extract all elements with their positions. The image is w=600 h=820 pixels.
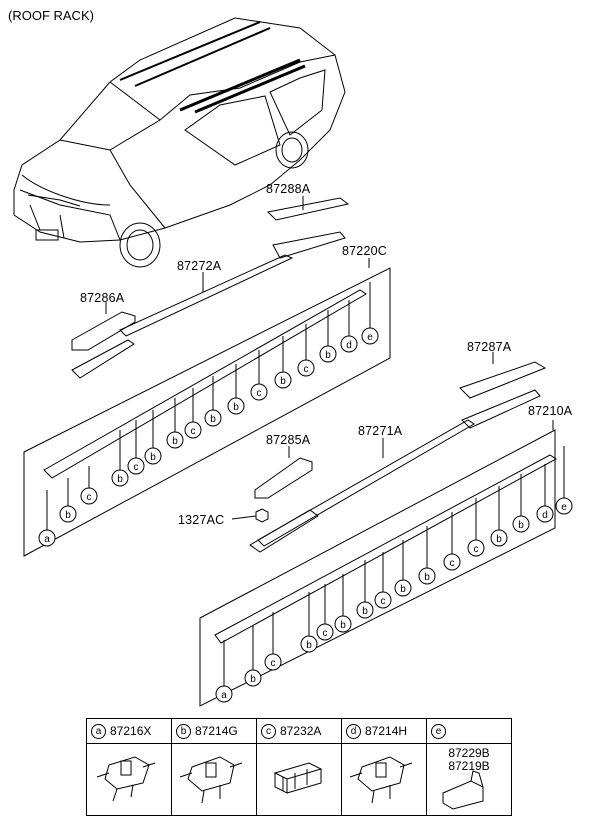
legend-code: 87219B <box>448 759 490 773</box>
part-87288A-bracket <box>272 231 346 259</box>
callout-b: b <box>496 534 502 545</box>
label-87210A: 87210A <box>528 404 573 418</box>
callout-c: c <box>323 628 328 639</box>
label-1327AC: 1327AC <box>178 513 225 527</box>
legend-cell-c: c 87232A <box>257 719 342 815</box>
legend-letter: a <box>91 723 106 739</box>
callout-a: a <box>44 534 50 545</box>
callout-b: b <box>117 474 123 485</box>
legend-letter: c <box>261 723 276 739</box>
callout-c: c <box>450 558 455 569</box>
label-87220C: 87220C <box>342 244 387 258</box>
callout-e: e <box>367 332 373 343</box>
rail-87271A <box>257 419 475 547</box>
part-87287A <box>459 361 547 399</box>
part-87286A-bracket <box>71 339 135 379</box>
callout-c: c <box>381 596 386 607</box>
callout-b: b <box>340 620 346 631</box>
callout-c: c <box>134 462 139 473</box>
parts-legend-table: a 87216X b 87214G c 87232A d 87214H e 87229B… <box>86 718 512 816</box>
callout-d: d <box>542 510 548 521</box>
clip-icon <box>96 756 156 802</box>
legend-letter: e <box>431 723 446 739</box>
part-87288A <box>266 197 350 221</box>
legend-code: 87232A <box>280 724 322 738</box>
rail-87210A <box>214 454 557 644</box>
part-87285A-bracket <box>249 509 319 553</box>
clip-icon <box>179 756 243 804</box>
callout-c: c <box>257 388 262 399</box>
rail-87220C <box>43 289 367 479</box>
callout-b: b <box>306 640 312 651</box>
label-87288A: 87288A <box>266 182 311 196</box>
callout-e: e <box>561 502 567 513</box>
part-87285A <box>254 457 313 499</box>
label-87272A: 87272A <box>177 259 222 273</box>
legend-cell-a: a 87216X <box>87 719 172 815</box>
callout-c: c <box>191 426 196 437</box>
callout-b: b <box>250 674 256 685</box>
callout-b: b <box>233 402 239 413</box>
legend-letter: d <box>346 723 361 739</box>
legend-code: 87214G <box>195 724 238 738</box>
callout-c: c <box>304 364 309 375</box>
callout-b: b <box>424 572 430 583</box>
callout-b: b <box>280 376 286 387</box>
legend-code: 87216X <box>110 724 152 738</box>
clip-icon <box>349 756 413 804</box>
callout-b: b <box>400 584 406 595</box>
part-87286A <box>71 311 136 351</box>
legend-letter: b <box>176 723 191 739</box>
legend-cell-d: d 87214H <box>342 719 427 815</box>
roof-rack-diagram: a b c b c b b c b b c b c b d e a b c b … <box>13 17 573 707</box>
callout-b: b <box>150 452 156 463</box>
callout-c: c <box>474 544 479 555</box>
callout-c: c <box>87 492 92 503</box>
part-87287A-bracket <box>461 389 541 429</box>
end-cap-icon <box>442 770 484 810</box>
legend-cell-e: e 87229B 87219B <box>427 719 511 815</box>
label-87286A: 87286A <box>80 291 125 305</box>
callout-b: b <box>362 606 368 617</box>
legend-code: 87229B <box>448 746 490 760</box>
callout-a: a <box>221 690 227 701</box>
callout-b: b <box>518 520 524 531</box>
diagram-title: (ROOF RACK) <box>8 8 94 23</box>
vehicle-illustration <box>13 17 346 268</box>
callout-b: b <box>325 350 331 361</box>
callout-b: b <box>65 510 71 521</box>
pad-icon <box>273 762 323 794</box>
label-87271A: 87271A <box>358 424 403 438</box>
callouts-lower <box>215 446 573 703</box>
legend-code: 87214H <box>365 724 408 738</box>
callouts-upper <box>38 282 379 547</box>
callout-d: d <box>346 340 352 351</box>
legend-cell-b: b 87214G <box>172 719 257 815</box>
callout-c: c <box>271 658 276 669</box>
label-87287A: 87287A <box>467 340 512 354</box>
rail-box-lower <box>199 429 556 707</box>
legend-codes: 87229B 87219B <box>427 747 511 773</box>
label-87285A: 87285A <box>266 433 311 447</box>
rail-87272A <box>119 254 294 337</box>
callout-b: b <box>210 414 216 425</box>
callout-b: b <box>172 436 178 447</box>
rail-box-upper <box>23 267 391 557</box>
